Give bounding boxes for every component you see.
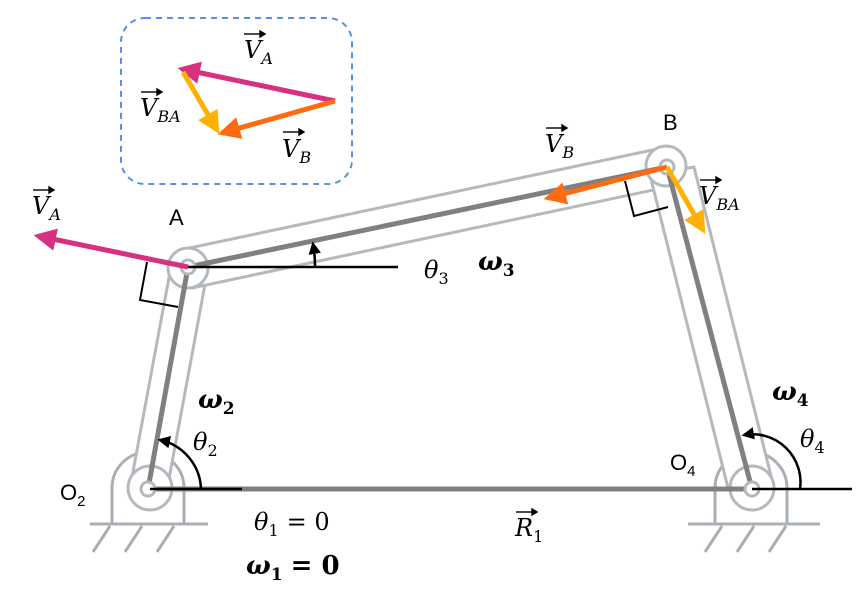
- link-r4: [664, 164, 755, 492]
- vb-arrow: [543, 164, 668, 205]
- inset-vb-arrow: [217, 98, 336, 139]
- theta2-label: θ2: [193, 428, 218, 460]
- link-centerlines: [145, 164, 755, 492]
- point-o2-label: O2: [60, 480, 85, 510]
- theta3-label: θ3: [424, 256, 449, 288]
- theta4-label: θ4: [800, 425, 825, 457]
- point-b-label: B: [663, 110, 678, 135]
- va-arrow: [33, 228, 189, 270]
- vba-arrow: [664, 165, 706, 234]
- inset-vba-arrow: [180, 70, 220, 134]
- right-angle-markers: [138, 180, 669, 308]
- va-label: VA: [32, 192, 61, 224]
- vector-overarrows: [33, 29, 723, 517]
- inset-vb-label: VB: [282, 135, 311, 167]
- reference-lines: [150, 265, 852, 491]
- vba-label: VBA: [699, 182, 740, 214]
- link-r3: [185, 164, 670, 270]
- angle-arcs: [157, 241, 802, 490]
- inset-va-arrow: [177, 61, 336, 104]
- omega2-label: ω2: [198, 385, 235, 419]
- inset-vba-label: VBA: [140, 94, 181, 126]
- vb-label: VB: [545, 130, 574, 162]
- omega4-label: ω4: [772, 377, 809, 411]
- vector-polygon-inset: [120, 17, 353, 185]
- omega3-label: ω3: [478, 247, 515, 281]
- theta3-arc: [308, 241, 321, 268]
- r1-label: R1: [514, 514, 543, 546]
- theta4-arc: [741, 427, 802, 490]
- theta2-arc: [157, 436, 203, 490]
- theta1-label: θ1= 0: [254, 508, 330, 540]
- point-a-label: A: [169, 205, 184, 230]
- inset-va-label: VA: [244, 36, 273, 68]
- omega1-label: ω1= 0: [246, 551, 340, 585]
- point-o4-label: O4: [670, 450, 695, 480]
- link-r2: [145, 264, 191, 492]
